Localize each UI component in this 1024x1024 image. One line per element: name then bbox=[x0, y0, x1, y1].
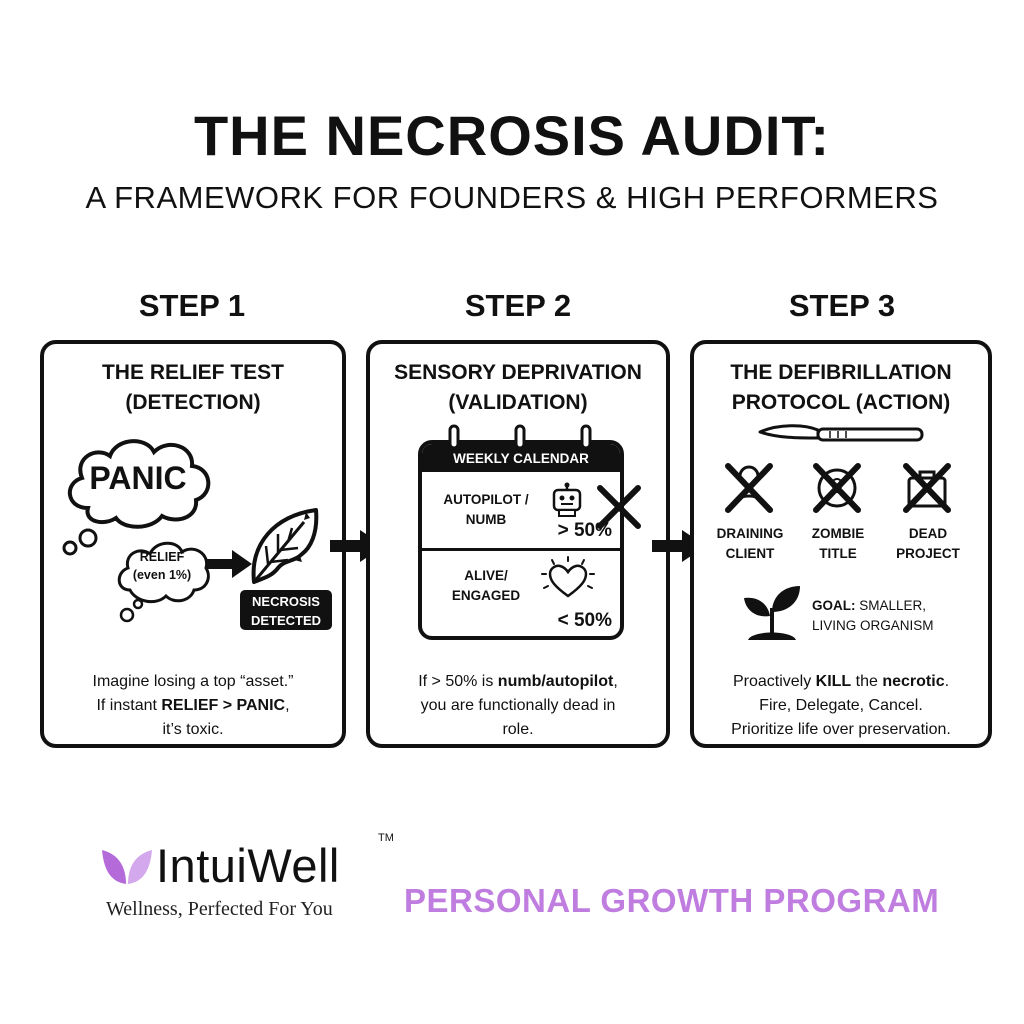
page-subtitle: A FRAMEWORK FOR FOUNDERS & HIGH PERFORME… bbox=[85, 180, 939, 215]
step-3-heading-line2: PROTOCOL (ACTION) bbox=[731, 391, 951, 414]
page-title: THE NECROSIS AUDIT: bbox=[193, 104, 831, 167]
goal-label: GOAL: bbox=[812, 598, 856, 613]
alive-label: ALIVE/ ENGAGED bbox=[432, 566, 540, 606]
step-2-desc-pre: If > 50% is bbox=[418, 673, 498, 690]
calendar-rings-icon bbox=[448, 424, 592, 450]
badge-line2: DETECTED bbox=[250, 613, 322, 628]
step-1-heading-line1: THE RELIEF TEST bbox=[101, 361, 284, 384]
step-3-desc-pre: Proactively bbox=[732, 673, 816, 690]
brand-tagline: Wellness, Perfected For You bbox=[106, 898, 333, 920]
autopilot-label-line1: AUTOPILOT / bbox=[443, 492, 529, 507]
step-1-heading-line2: (DETECTION) bbox=[125, 391, 261, 414]
step-3-desc-line2: Fire, Delegate, Cancel. bbox=[759, 697, 923, 714]
step-1-desc-post: , bbox=[285, 697, 290, 714]
calendar-header: WEEKLY CALENDAR bbox=[422, 444, 620, 472]
necrosis-detected-badge: NECROSIS DETECTED bbox=[240, 590, 332, 630]
step-1-desc-line1: Imagine losing a top “asset.” bbox=[92, 673, 294, 690]
goal-line1: GOAL: SMALLER, bbox=[812, 596, 982, 616]
step-2-desc-line3: role. bbox=[502, 721, 534, 738]
arrow-right-icon bbox=[206, 550, 252, 578]
relief-label-line1: RELIEF bbox=[139, 550, 185, 564]
calendar-divider bbox=[422, 548, 620, 551]
autopilot-label: AUTOPILOT / NUMB bbox=[432, 490, 540, 530]
small-bubbles-icon bbox=[119, 598, 144, 623]
relief-label: RELIEF (even 1%) bbox=[116, 548, 208, 584]
cross-mark-icon bbox=[597, 485, 641, 529]
brand-name: IntuiWell bbox=[156, 839, 340, 892]
step-2-desc-bold: numb/autopilot bbox=[497, 673, 614, 690]
step-2-heading-line2: (VALIDATION) bbox=[448, 391, 588, 414]
trademark-symbol: TM bbox=[378, 832, 394, 844]
step-3-heading: THE DEFIBRILLATION PROTOCOL (ACTION) bbox=[694, 358, 988, 418]
alive-percentage: < 50% bbox=[557, 610, 612, 631]
step-3-desc-bold2: necrotic bbox=[882, 673, 945, 690]
step-3-desc-post: . bbox=[944, 673, 950, 690]
crossed-person-icon bbox=[725, 463, 773, 513]
relief-cloud-icon bbox=[117, 541, 210, 604]
goal-line1-text: SMALLER, bbox=[855, 598, 927, 613]
step-3-desc-line3: Prioritize life over preservation. bbox=[731, 721, 951, 738]
step-3-label: STEP 3 bbox=[788, 288, 896, 323]
step-2-heading-line1: SENSORY DEPRIVATION bbox=[394, 361, 642, 384]
step-2-label: STEP 2 bbox=[464, 288, 572, 323]
step-1-label: STEP 1 bbox=[138, 288, 246, 323]
panic-label: PANIC bbox=[89, 460, 187, 496]
item-1-line1: DRAINING bbox=[716, 526, 784, 541]
step-3-desc-bold1: KILL bbox=[815, 673, 852, 690]
step-2-card: SENSORY DEPRIVATION (VALIDATION) WEEKLY … bbox=[366, 340, 670, 748]
item-1-line2: CLIENT bbox=[725, 546, 775, 561]
step-3-desc-line1: Proactively KILL the necrotic. bbox=[702, 670, 980, 694]
intuiwell-leaf-logo-icon bbox=[102, 850, 152, 884]
step-1-card: THE RELIEF TEST (DETECTION) PANIC RELIEF… bbox=[40, 340, 346, 748]
alive-label-line1: ALIVE/ bbox=[464, 568, 508, 583]
step-1-desc-pre: If instant bbox=[96, 697, 162, 714]
glowing-heart-icon bbox=[541, 556, 595, 598]
step-1-desc-bold: RELIEF > PANIC bbox=[161, 697, 286, 714]
item-2-line2: TITLE bbox=[819, 546, 857, 561]
autopilot-label-line2: NUMB bbox=[465, 512, 507, 527]
step-2-desc-post: , bbox=[613, 673, 618, 690]
step-1-desc-line2: If instant RELIEF > PANIC, bbox=[52, 694, 334, 718]
weekly-calendar: WEEKLY CALENDAR AUTOPILOT / NUMB > 50% A… bbox=[418, 440, 624, 640]
goal-line2: LIVING ORGANISM bbox=[812, 618, 934, 633]
robot-icon bbox=[552, 482, 582, 517]
relief-label-line2: (even 1%) bbox=[132, 568, 192, 582]
program-name: PERSONAL GROWTH PROGRAM bbox=[404, 882, 940, 919]
sprout-icon bbox=[744, 586, 800, 640]
step-2-description: If > 50% is numb/autopilot, you are func… bbox=[378, 670, 658, 742]
scalpel-icon bbox=[758, 424, 924, 442]
step-3-description: Proactively KILL the necrotic. Fire, Del… bbox=[702, 670, 980, 742]
item-3-line2: PROJECT bbox=[896, 546, 960, 561]
step-2-desc-line2: you are functionally dead in bbox=[420, 697, 616, 714]
dead-project-label: DEAD PROJECT bbox=[880, 524, 976, 564]
step-2-desc-line1: If > 50% is numb/autopilot, bbox=[378, 670, 658, 694]
badge-line1: NECROSIS bbox=[252, 594, 320, 609]
step-1-description: Imagine losing a top “asset.” If instant… bbox=[52, 670, 334, 742]
step-1-desc-line3: it’s toxic. bbox=[162, 721, 224, 738]
zombie-title-label: ZOMBIE TITLE bbox=[790, 524, 886, 564]
alive-label-line2: ENGAGED bbox=[451, 588, 521, 603]
goal-text: GOAL: SMALLER, LIVING ORGANISM bbox=[812, 596, 982, 636]
step-2-heading: SENSORY DEPRIVATION (VALIDATION) bbox=[370, 358, 666, 418]
crossed-briefcase-icon bbox=[903, 463, 951, 513]
decaying-leaf-icon bbox=[251, 508, 319, 584]
thought-bubbles-icon bbox=[62, 528, 98, 556]
item-2-line1: ZOMBIE bbox=[811, 526, 865, 541]
draining-client-label: DRAINING CLIENT bbox=[702, 524, 798, 564]
panic-cloud-icon bbox=[67, 439, 211, 529]
step-1-heading: THE RELIEF TEST (DETECTION) bbox=[44, 358, 342, 418]
step-3-card: THE DEFIBRILLATION PROTOCOL (ACTION) DRA… bbox=[690, 340, 992, 748]
item-3-line1: DEAD bbox=[908, 526, 948, 541]
step-3-heading-line1: THE DEFIBRILLATION bbox=[730, 361, 952, 384]
step-3-desc-mid: the bbox=[851, 673, 883, 690]
crossed-badge-icon bbox=[813, 463, 861, 513]
